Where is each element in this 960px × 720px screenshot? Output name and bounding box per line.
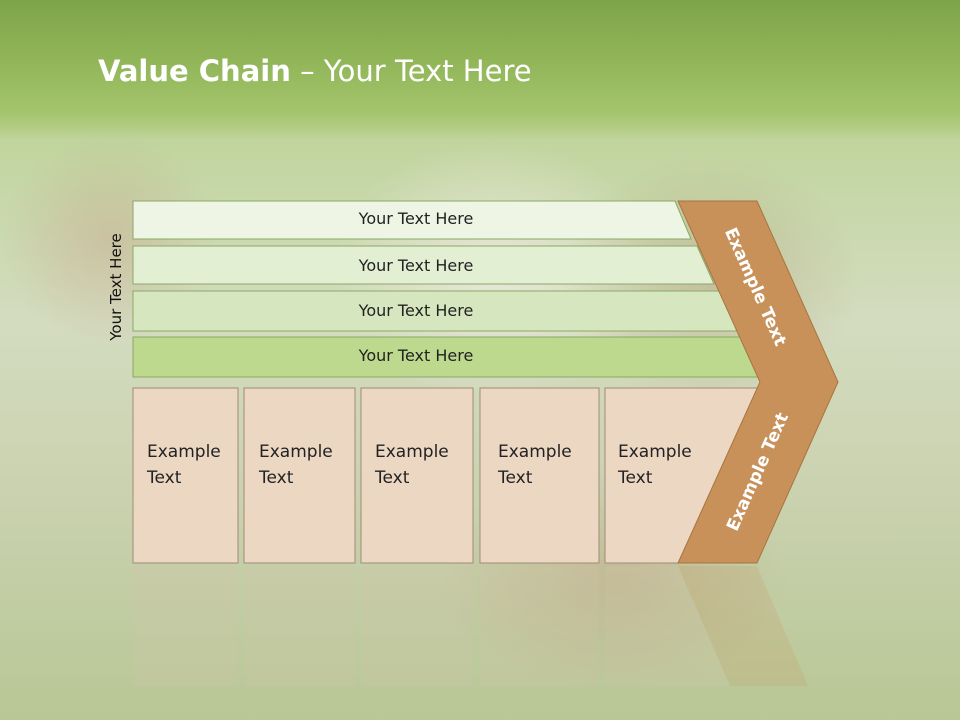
column-reflection bbox=[244, 566, 355, 686]
column-label-5[interactable]: Example Text bbox=[618, 442, 692, 488]
column-reflection bbox=[605, 566, 730, 686]
column-reflection bbox=[133, 566, 238, 686]
row-bar-1[interactable] bbox=[132, 200, 692, 240]
column-label-4[interactable]: Example Text bbox=[498, 442, 572, 488]
title-bold: Value Chain bbox=[98, 54, 291, 88]
column-box-1[interactable] bbox=[132, 387, 239, 564]
column-reflection bbox=[361, 566, 473, 686]
row-label-3[interactable]: Your Text Here bbox=[358, 301, 474, 320]
slide-title[interactable]: Value Chain – Your Text Here bbox=[98, 54, 532, 88]
title-rest: – Your Text Here bbox=[290, 54, 532, 88]
title-bar bbox=[0, 0, 960, 140]
chevron-reflection bbox=[678, 566, 808, 686]
column-reflection bbox=[480, 566, 599, 686]
column-box-2[interactable] bbox=[243, 387, 356, 564]
column-box-3[interactable] bbox=[360, 387, 474, 564]
row-label-2[interactable]: Your Text Here bbox=[358, 256, 474, 275]
row-label-1[interactable]: Your Text Here bbox=[358, 209, 474, 228]
row-bar-2[interactable] bbox=[132, 245, 715, 285]
column-label-3[interactable]: Example Text bbox=[375, 442, 449, 488]
column-label-1[interactable]: Example Text bbox=[147, 442, 221, 488]
row-label-4[interactable]: Your Text Here bbox=[358, 346, 474, 365]
column-box-4[interactable] bbox=[479, 387, 600, 564]
column-label-2[interactable]: Example Text bbox=[259, 442, 333, 488]
chevron-arrow[interactable] bbox=[677, 200, 839, 564]
reflection: Example Text Example Text Example Text E… bbox=[0, 565, 960, 720]
